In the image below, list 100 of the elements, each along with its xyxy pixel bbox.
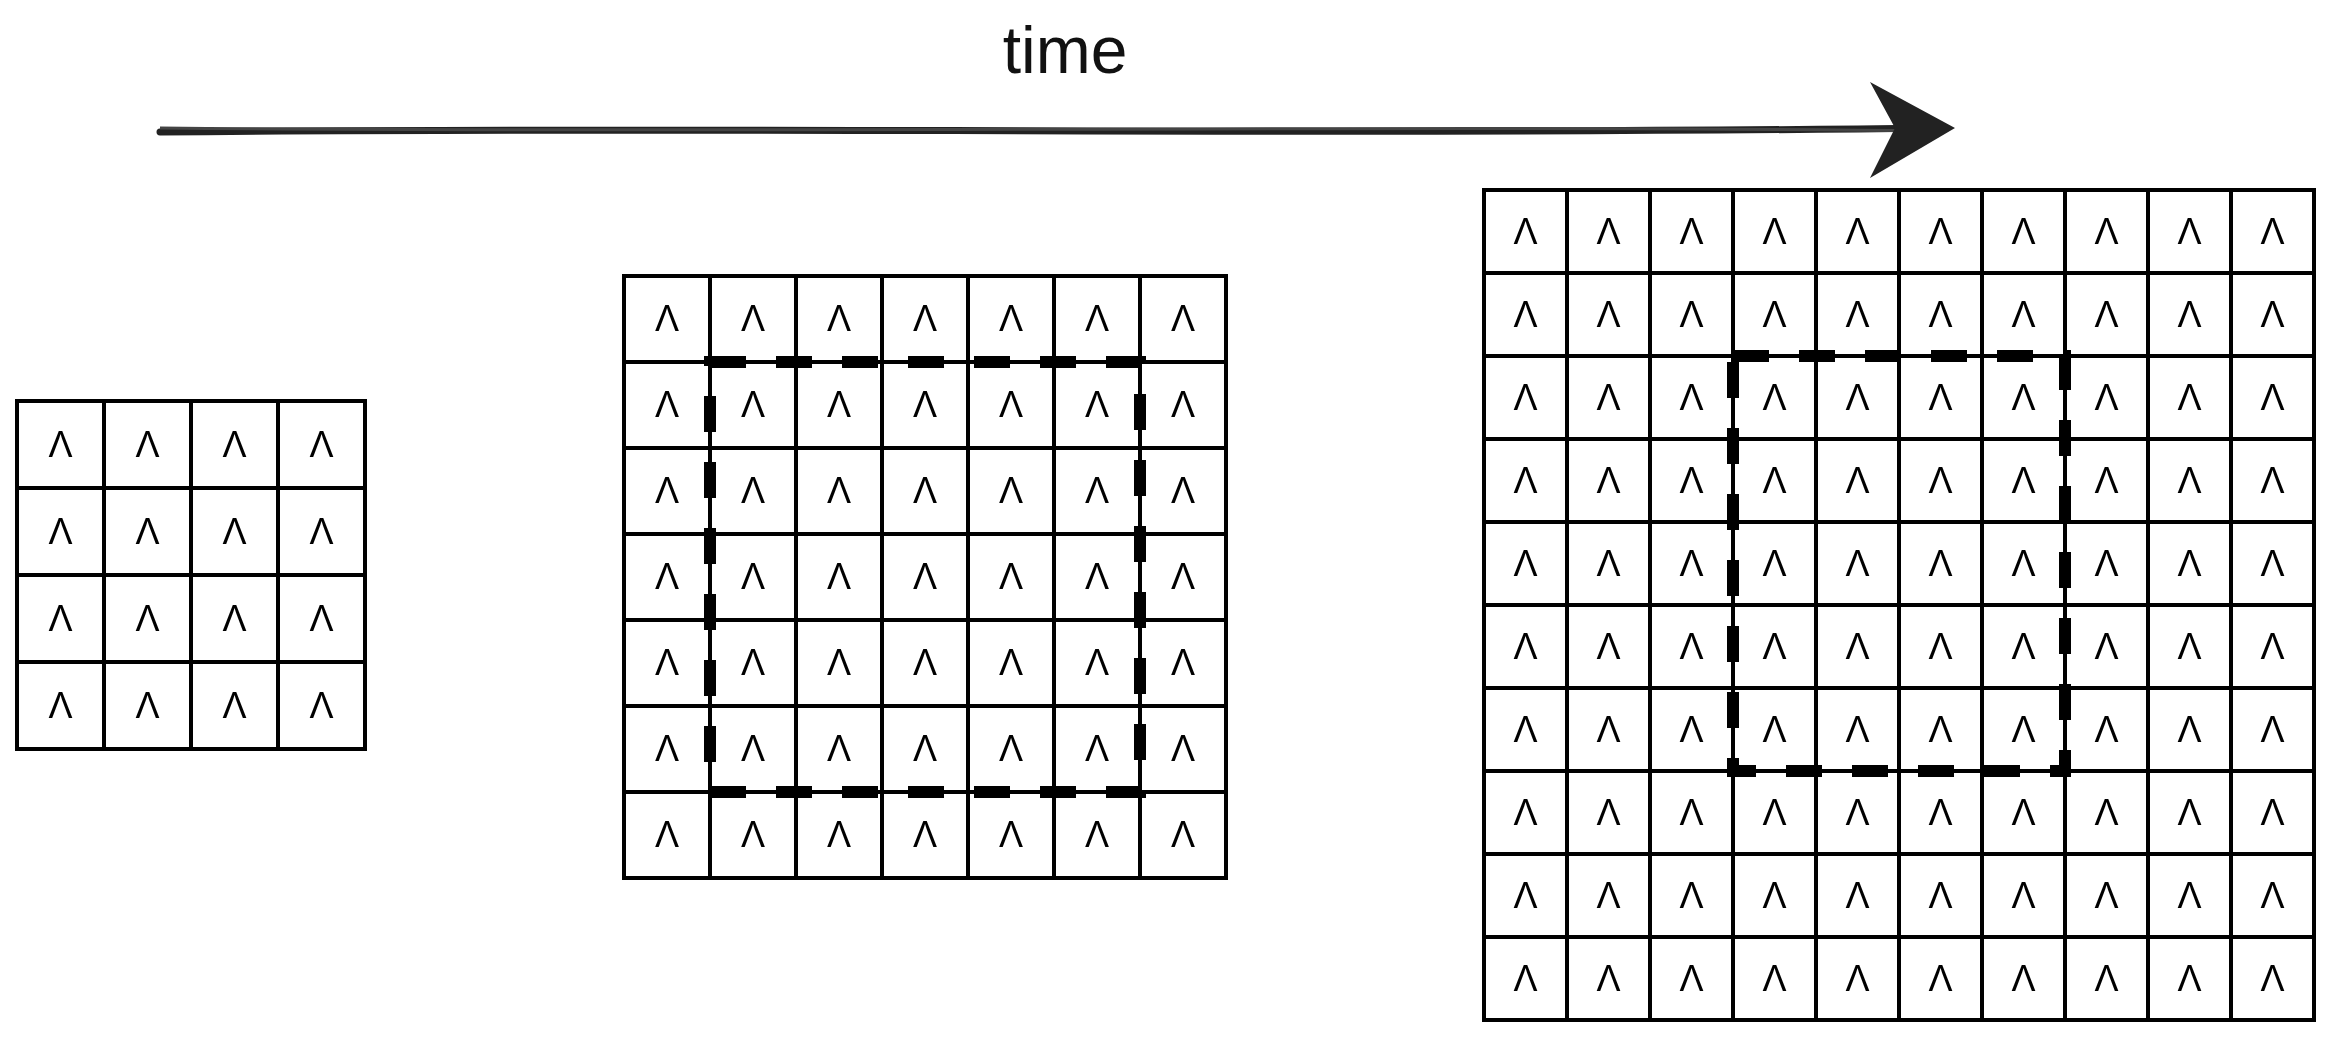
grid-cell: Λ: [2150, 358, 2229, 437]
grid-cell: Λ: [1569, 192, 1648, 271]
grid-cell: Λ: [1901, 358, 1980, 437]
grid-cell: Λ: [280, 664, 363, 747]
grid-cell: Λ: [1486, 192, 1565, 271]
grid-cell: Λ: [1569, 939, 1648, 1018]
grid-cell: Λ: [1142, 450, 1224, 532]
grid-cell: Λ: [2233, 690, 2312, 769]
grid-cell: Λ: [970, 450, 1052, 532]
grid-cell: Λ: [2150, 524, 2229, 603]
grid-cell: Λ: [1735, 441, 1814, 520]
grid-cell: Λ: [884, 364, 966, 446]
grid-cell: Λ: [1818, 275, 1897, 354]
grid-cell: Λ: [1486, 358, 1565, 437]
grid-cell: Λ: [1486, 690, 1565, 769]
grid-cell: Λ: [193, 403, 276, 486]
grid-cell: Λ: [1569, 275, 1648, 354]
grid-cell: Λ: [1652, 856, 1731, 935]
grid-cell: Λ: [884, 278, 966, 360]
grid-cell: Λ: [106, 490, 189, 573]
grid-cell: Λ: [712, 794, 794, 876]
grid-cell: Λ: [2233, 607, 2312, 686]
grid-cell: Λ: [106, 664, 189, 747]
grid-cell: Λ: [1142, 622, 1224, 704]
grid-cell: Λ: [1652, 690, 1731, 769]
grid-cell: Λ: [1901, 524, 1980, 603]
grid-cell: Λ: [1818, 690, 1897, 769]
grid-cell: Λ: [1901, 939, 1980, 1018]
grid-cell: Λ: [1486, 939, 1565, 1018]
grid-cell: Λ: [1735, 939, 1814, 1018]
grid-cell: Λ: [1569, 773, 1648, 852]
grid-cell: Λ: [884, 536, 966, 618]
grid-cell: Λ: [280, 577, 363, 660]
grid-cell: Λ: [2233, 358, 2312, 437]
grid-cell: Λ: [1652, 607, 1731, 686]
grid-cell: Λ: [1486, 524, 1565, 603]
grid-cell: Λ: [2067, 275, 2146, 354]
grid-cell: Λ: [1984, 441, 2063, 520]
grid-cell: Λ: [970, 278, 1052, 360]
grid-cell: Λ: [884, 708, 966, 790]
grid-cell: Λ: [1818, 524, 1897, 603]
grid-cell: Λ: [1735, 275, 1814, 354]
grid-cell: Λ: [712, 364, 794, 446]
grid-cell: Λ: [2233, 856, 2312, 935]
grid-cell: Λ: [2067, 524, 2146, 603]
grid-cell: Λ: [1901, 275, 1980, 354]
grid-cell: Λ: [280, 403, 363, 486]
grid-cell: Λ: [1818, 192, 1897, 271]
grid-cell: Λ: [2233, 939, 2312, 1018]
grid-cell: Λ: [1901, 690, 1980, 769]
grid-cell: Λ: [280, 490, 363, 573]
grid-cell: Λ: [1901, 607, 1980, 686]
grid-cell: Λ: [1652, 939, 1731, 1018]
grid-cell: Λ: [626, 364, 708, 446]
grid-cell: Λ: [2150, 773, 2229, 852]
grid-cell: Λ: [1569, 856, 1648, 935]
grid-cell: Λ: [1652, 275, 1731, 354]
grid-cell: Λ: [712, 278, 794, 360]
grid-cell: Λ: [1652, 773, 1731, 852]
grid-cell: Λ: [1984, 358, 2063, 437]
grid-cell: Λ: [19, 490, 102, 573]
grid-cell: Λ: [1984, 607, 2063, 686]
grid-cell: Λ: [2067, 856, 2146, 935]
grid-cell: Λ: [1056, 622, 1138, 704]
grid-cell: Λ: [1984, 275, 2063, 354]
grid-cell: Λ: [2150, 939, 2229, 1018]
grid-cell: Λ: [1056, 536, 1138, 618]
grid-cell: Λ: [2067, 773, 2146, 852]
time-label: time: [1001, 12, 1129, 88]
grid-cell: Λ: [2150, 607, 2229, 686]
grid-cell: Λ: [1569, 358, 1648, 437]
grid-cell: Λ: [884, 622, 966, 704]
grid-cell: Λ: [970, 536, 1052, 618]
grid-cell: Λ: [1901, 773, 1980, 852]
grid-cell: Λ: [1486, 856, 1565, 935]
grid-cell: Λ: [2150, 441, 2229, 520]
grid-cell: Λ: [19, 664, 102, 747]
grid-cell: Λ: [1735, 524, 1814, 603]
grid-cell: Λ: [2150, 690, 2229, 769]
grid-cell: Λ: [1735, 773, 1814, 852]
grid-cell: Λ: [1984, 856, 2063, 935]
grid-cell: Λ: [1984, 773, 2063, 852]
grid-cell: Λ: [1569, 524, 1648, 603]
grid-cell: Λ: [1735, 690, 1814, 769]
grid-cell: Λ: [19, 577, 102, 660]
grid-cell: Λ: [106, 577, 189, 660]
grid-cell: Λ: [1142, 364, 1224, 446]
grid-cell: Λ: [1056, 708, 1138, 790]
grid-cell: Λ: [193, 664, 276, 747]
grid-cell: Λ: [798, 364, 880, 446]
grid-cell: Λ: [970, 708, 1052, 790]
grid-cell: Λ: [798, 450, 880, 532]
grid-cell: Λ: [2150, 275, 2229, 354]
grid-cell: Λ: [19, 403, 102, 486]
grid-cell: Λ: [106, 403, 189, 486]
grid-cell: Λ: [1486, 773, 1565, 852]
grid-cell: Λ: [1818, 607, 1897, 686]
grid-cell: Λ: [1984, 690, 2063, 769]
grid-cell: Λ: [1735, 192, 1814, 271]
grid-cell: Λ: [1818, 441, 1897, 520]
